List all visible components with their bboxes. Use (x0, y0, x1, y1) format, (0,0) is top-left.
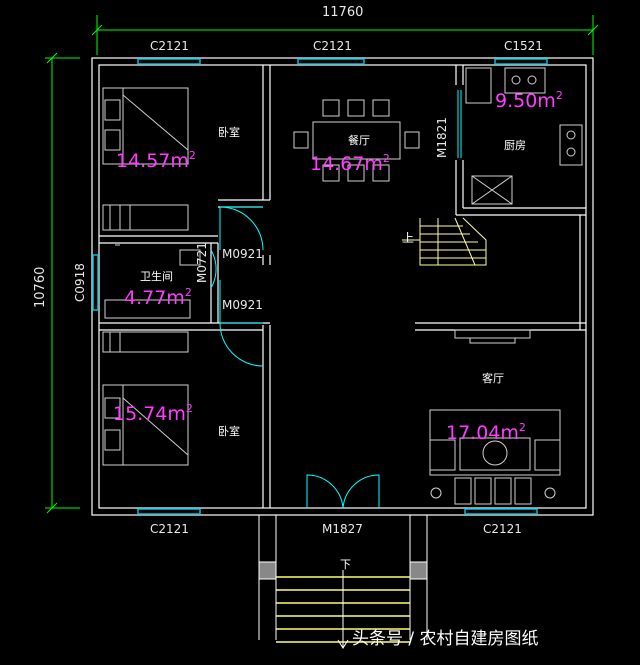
stair-up-label: 上 (402, 231, 415, 245)
overall-depth-dimension: 10760 (33, 266, 48, 308)
room-name-living: 客厅 (482, 372, 504, 385)
window-top-middle: C2121 (313, 39, 352, 53)
door-bedroom-lower: M0921 (222, 298, 263, 312)
room-area-bedroom-lower: 15.74m2 (113, 402, 193, 425)
room-name-bedroom-lower: 卧室 (218, 425, 240, 438)
dimension-lines (45, 15, 599, 514)
window-top-left: C2121 (150, 39, 189, 53)
room-area-dining: 14.67m2 (310, 152, 390, 175)
room-name-bathroom: 卫生间 (140, 270, 173, 283)
windows (92, 58, 548, 515)
window-bottom-right: C2121 (483, 522, 522, 536)
porch-walls (258, 515, 428, 649)
interior-stair (402, 217, 487, 266)
room-area-living: 17.04m2 (446, 421, 526, 444)
door-entrance: M1827 (322, 522, 363, 536)
room-area-bedroom-upper: 14.57m2 (116, 149, 196, 172)
room-name-dining: 餐厅 (348, 134, 370, 147)
overall-width-dimension: 11760 (322, 5, 364, 20)
window-top-right: C1521 (504, 39, 543, 53)
doors (210, 90, 462, 509)
door-kitchen: M1821 (435, 117, 449, 158)
room-area-kitchen: 9.50m2 (495, 89, 563, 112)
window-bottom-left: C2121 (150, 522, 189, 536)
furniture (102, 67, 583, 505)
door-bathroom: M0721 (195, 242, 209, 283)
door-bedroom-upper: M0921 (222, 247, 263, 261)
watermark: 头条号 / 农村自建房图纸 (352, 629, 539, 649)
stair-down-label: 下 (340, 558, 351, 571)
room-area-bathroom: 4.77m2 (124, 286, 192, 309)
window-left-side: C0918 (73, 263, 87, 302)
room-name-bedroom-upper: 卧室 (218, 126, 240, 139)
room-name-kitchen: 厨房 (504, 139, 526, 152)
